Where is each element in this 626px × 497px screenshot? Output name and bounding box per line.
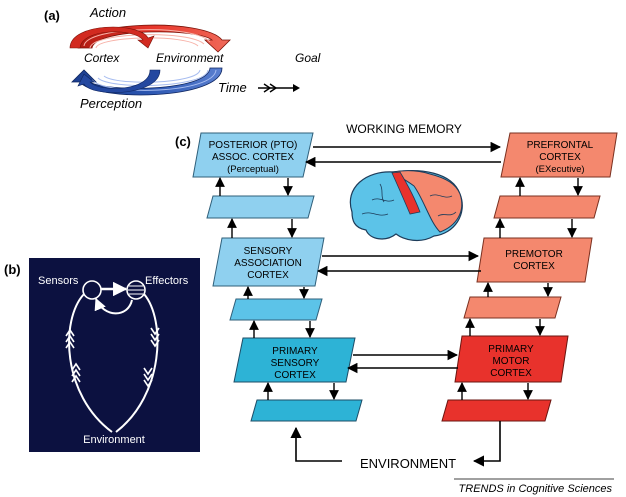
panel-b-background bbox=[29, 258, 200, 452]
panel-c-label: (c) bbox=[175, 134, 191, 149]
panel-a-label: (a) bbox=[44, 8, 60, 23]
perception-arc bbox=[71, 67, 223, 96]
left-connector-box-2 bbox=[229, 298, 323, 321]
motor-to-env-arrow bbox=[472, 421, 501, 467]
effectors-label: Effectors bbox=[145, 275, 189, 287]
primary-sensory-line-1: PRIMARY bbox=[272, 346, 318, 357]
action-label: Action bbox=[89, 5, 126, 20]
env-to-sensory-arrow bbox=[290, 426, 342, 462]
cortex-label: Cortex bbox=[84, 51, 120, 65]
prefrontal-line-1: PREFRONTAL bbox=[527, 140, 594, 151]
left-loop-arrows bbox=[65, 328, 81, 383]
premotor-line-2: CORTEX bbox=[513, 261, 555, 272]
footer-credit: TRENDS in Cognitive Sciences bbox=[459, 483, 613, 495]
left-connector-box-1 bbox=[206, 195, 315, 219]
pto-line-1: POSTERIOR (PTO) bbox=[209, 140, 298, 151]
primary-motor-line-3: CORTEX bbox=[490, 368, 532, 379]
brain-illustration bbox=[349, 170, 463, 242]
sensory-assoc-line-3: CORTEX bbox=[247, 270, 289, 281]
prefrontal-line-2: CORTEX bbox=[539, 152, 581, 163]
sensory-assoc-line-1: SENSORY bbox=[244, 246, 293, 257]
environment-label: Environment bbox=[156, 51, 224, 65]
prefrontal-line-3: (EXecutive) bbox=[535, 164, 584, 175]
primary-sensory-line-2: SENSORY bbox=[271, 358, 320, 369]
pto-line-3: (Perceptual) bbox=[227, 164, 279, 175]
panel-b: (b) Sensors Effectors bbox=[4, 258, 200, 452]
time-arrow bbox=[258, 83, 300, 93]
right-loop-arrows bbox=[143, 327, 160, 388]
right-connector-box-2 bbox=[463, 296, 562, 319]
internal-feedback-loop bbox=[94, 297, 133, 315]
prefrontal-cortex-box bbox=[500, 132, 618, 178]
pto-assoc-cortex-box bbox=[192, 132, 314, 178]
panel-a: (a) Action Cortex Environment Goal Perce… bbox=[44, 5, 321, 111]
action-arc bbox=[69, 24, 231, 53]
premotor-line-1: PREMOTOR bbox=[505, 249, 563, 260]
sensory-association-cortex-box bbox=[212, 237, 325, 287]
environment-label-b: Environment bbox=[83, 434, 145, 446]
panel-b-label: (b) bbox=[4, 262, 21, 277]
sensory-assoc-line-2: ASSOCIATION bbox=[234, 258, 302, 269]
primary-motor-line-1: PRIMARY bbox=[488, 344, 534, 355]
time-label: Time bbox=[218, 80, 247, 95]
environment-label-c: ENVIRONMENT bbox=[360, 456, 456, 471]
sensors-label: Sensors bbox=[38, 275, 79, 287]
goal-label: Goal bbox=[295, 51, 321, 65]
premotor-cortex-box bbox=[476, 237, 593, 283]
pto-line-2: ASSOC. CORTEX bbox=[212, 152, 294, 163]
right-connector-box-3 bbox=[441, 399, 552, 422]
primary-sensory-cortex-box bbox=[233, 337, 356, 383]
primary-sensory-line-3: CORTEX bbox=[274, 370, 316, 381]
panel-c: (c) WORKING MEMORY POSTERIOR (PTO) ASSOC… bbox=[175, 122, 618, 471]
left-loop-path bbox=[68, 293, 113, 433]
left-vertical-arrows bbox=[215, 177, 339, 400]
right-vertical-arrows bbox=[457, 177, 583, 400]
cross-arrows bbox=[304, 141, 502, 374]
effector-hatch bbox=[128, 285, 144, 295]
primary-motor-cortex-box bbox=[454, 335, 569, 383]
right-connector-box-1 bbox=[493, 195, 601, 219]
right-loop-path bbox=[115, 293, 159, 433]
working-memory-label: WORKING MEMORY bbox=[346, 122, 462, 136]
perception-label: Perception bbox=[80, 96, 142, 111]
primary-motor-line-2: MOTOR bbox=[492, 356, 529, 367]
left-connector-box-3 bbox=[250, 399, 363, 422]
